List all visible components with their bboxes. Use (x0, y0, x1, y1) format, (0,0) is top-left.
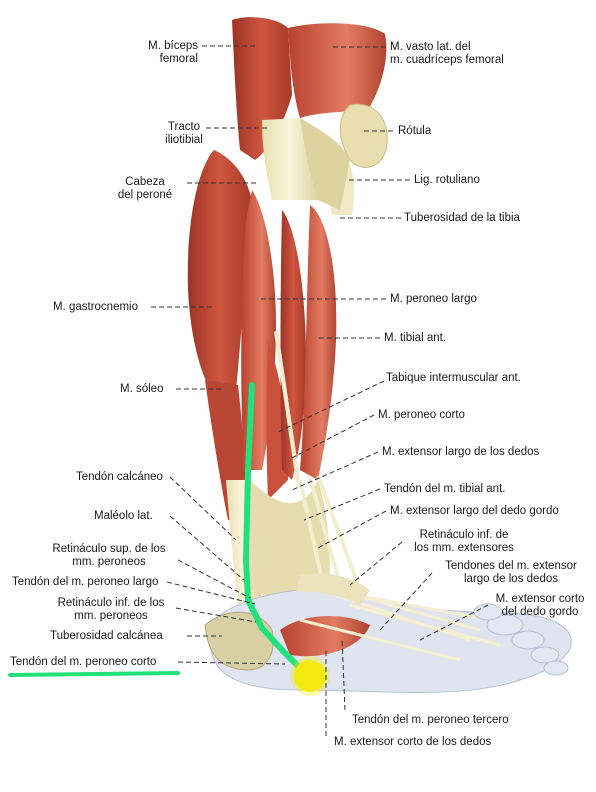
label-line: M. bíceps (148, 40, 198, 52)
label-line: m. cuadríceps femoral (390, 54, 504, 66)
label-gastrocnemius: M. gastrocnemio (53, 301, 139, 313)
ext-brevis-digitorum-muscle (280, 615, 370, 657)
intermuscular-septum (274, 330, 300, 482)
label-lateral-malleolus: Maléolo lat. (94, 510, 153, 522)
label-ext-hallucis-longus: M. extensor largo del dedo gordo (390, 505, 559, 517)
label-line: Cabeza (125, 176, 165, 188)
label-soleus: M. sóleo (120, 383, 164, 395)
label-line: M. vasto lat. del (390, 41, 471, 53)
label-line: mm. peroneos (72, 556, 146, 568)
highlight-tendon-line (243, 382, 303, 671)
label-inferior-peroneal-retinaculum: Retináculo inf. de los mm. peroneos (46, 597, 176, 623)
label-tibial-tuberosity: Tuberosidad de la tibia (404, 212, 520, 224)
label-ext-digitorum-longus: M. extensor largo de los dedos (382, 446, 540, 458)
label-line: del peroné (117, 189, 173, 201)
label-patella: Rótula (398, 125, 432, 137)
label-line: Retináculo inf. de los (57, 597, 165, 609)
ankle-region (250, 480, 330, 598)
label-ext-digitorum-longus-tendons: Tendones del m. extensor largo de los de… (432, 560, 590, 586)
label-peroneus-longus: M. peroneo largo (390, 293, 477, 305)
label-tibialis-anterior: M. tibial ant. (384, 332, 446, 344)
tibialis-anterior-muscle (300, 205, 337, 480)
label-peroneus-longus-tendon: Tendón del m. peroneo largo (12, 576, 159, 588)
label-biceps-femoral: M. bíceps femoral (126, 40, 198, 66)
label-calcaneal-tendon: Tendón calcáneo (76, 471, 163, 483)
label-ext-hallucis-brevis: M. extensor corto del dedo gordo (488, 593, 592, 619)
vasto-lateral-muscle (288, 23, 387, 119)
extensor-tendons (298, 475, 362, 591)
foot-tendons (299, 586, 501, 662)
highlight-insertion-dot (294, 660, 326, 692)
highlight-insertion-glow (290, 656, 330, 696)
label-tibialis-anterior-tendon: Tendón del m. tibial ant. (384, 483, 506, 495)
heel-calcaneus (204, 611, 274, 671)
gastrocnemius-muscle (187, 150, 252, 390)
label-peroneus-brevis: M. peroneo corto (378, 409, 465, 421)
retinaculum-inferior (296, 573, 370, 605)
label-inferior-extensor-retinaculum: Retináculo inf. de los mm. extensores (404, 529, 524, 555)
label-line: los mm. extensores (414, 542, 514, 554)
label-line: Tracto (167, 121, 201, 133)
label-superior-peroneal-retinaculum: Retináculo sup. de los mm. peroneos (42, 543, 176, 569)
label-iliotibial-tract: Tracto iliotibial (152, 121, 216, 147)
label-line: mm. peroneos (74, 610, 148, 622)
knee-fascia (300, 118, 350, 210)
label-peroneus-tertius-tendon: Tendón del m. peroneo tercero (352, 714, 509, 726)
label-peroneus-brevis-tendon: Tendón del m. peroneo corto (10, 656, 157, 668)
iliotibial-tract (262, 118, 318, 200)
label-line: Retináculo inf. de (419, 529, 509, 541)
label-line: iliotibial (165, 134, 203, 146)
patella (339, 103, 388, 168)
label-line: del dedo gordo (501, 606, 579, 618)
label-patellar-ligament: Lig. rotuliano (414, 174, 480, 186)
label-line: largo de los dedos (464, 573, 558, 585)
toes (473, 603, 569, 676)
label-line: Retináculo sup. de los (52, 543, 166, 555)
label-intermuscular-septum: Tabique intermuscular ant. (386, 372, 521, 384)
label-fibula-head: Cabeza del peroné (105, 176, 185, 202)
label-line: femoral (159, 53, 198, 65)
label-calcaneal-tuberosity: Tuberosidad calcánea (50, 630, 163, 642)
label-line: Tendones del m. extensor (445, 560, 577, 572)
label-ext-digitorum-brevis: M. extensor corto de los dedos (334, 736, 492, 748)
leader-lines (151, 45, 489, 736)
label-line: M. extensor corto (495, 593, 585, 605)
highlight-underline (8, 671, 180, 677)
label-vasto-lateral: M. vasto lat. del m. cuadríceps femoral (390, 41, 504, 67)
